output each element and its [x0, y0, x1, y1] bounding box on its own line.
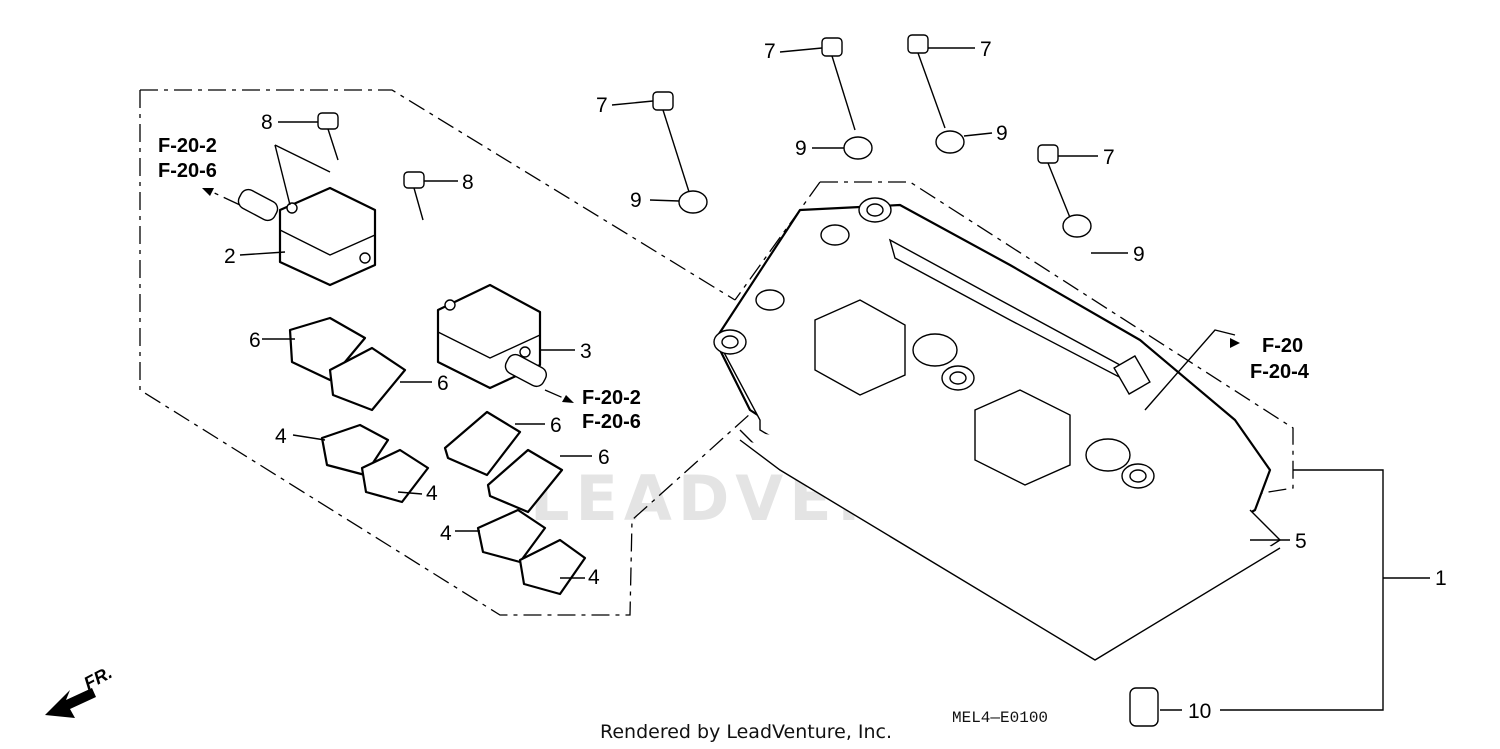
label-6d: 6 [598, 446, 610, 469]
label-3: 3 [580, 340, 592, 363]
label-7d: 7 [1103, 146, 1115, 169]
part-number-labels: 1 2 3 4 4 4 4 5 6 6 6 6 7 7 7 7 8 8 9 9 … [224, 38, 1447, 723]
label-9a: 9 [630, 189, 642, 212]
reference-arrows [202, 188, 1240, 403]
rubber-mounts[interactable] [678, 130, 1092, 238]
label-4d: 4 [588, 566, 600, 589]
label-8a: 8 [261, 111, 273, 134]
label-7c: 7 [980, 38, 992, 61]
front-arrow-icon [45, 688, 96, 718]
front-indicator: FR. [45, 662, 115, 718]
ref-center-1[interactable]: F-20-2 [582, 387, 641, 409]
reed-kit-outline [139, 89, 761, 616]
credit-text: Rendered by LeadVenture, Inc. [600, 721, 892, 743]
diagram-code: MEL4—E0100 [952, 709, 1048, 727]
label-6b: 6 [437, 372, 449, 395]
ref-left-1[interactable]: F-20-2 [158, 135, 217, 157]
cylinder-head-cover[interactable] [713, 197, 1282, 661]
label-7b: 7 [764, 40, 776, 63]
cover-bolts[interactable] [652, 34, 1076, 231]
label-7a: 7 [596, 94, 608, 117]
front-label: FR. [80, 662, 115, 693]
reed-valve-gaskets[interactable] [288, 316, 564, 514]
reed-valve-cover-2[interactable] [236, 186, 377, 287]
label-10: 10 [1188, 700, 1211, 723]
label-9b: 9 [795, 137, 807, 160]
ref-right-1[interactable]: F-20 [1262, 335, 1303, 357]
label-9d: 9 [1133, 243, 1145, 266]
dowel-pin[interactable] [1129, 687, 1159, 727]
label-4c: 4 [440, 522, 452, 545]
label-9c: 9 [996, 122, 1008, 145]
flange-bolts[interactable] [317, 112, 425, 221]
ref-center-2[interactable]: F-20-6 [582, 411, 641, 433]
reed-valve-cover-3[interactable] [436, 283, 549, 390]
cover-assembly-outline [734, 181, 1294, 496]
ref-left-2[interactable]: F-20-6 [158, 160, 217, 182]
label-6a: 6 [249, 329, 261, 352]
label-4a: 4 [275, 425, 287, 448]
label-6c: 6 [550, 414, 562, 437]
reference-labels[interactable]: F-20-2 F-20-6 F-20-2 F-20-6 F-20 F-20-4 [158, 135, 1310, 433]
label-8b: 8 [462, 171, 474, 194]
label-1: 1 [1435, 567, 1447, 590]
leader-lines [239, 47, 1430, 711]
reed-valves[interactable] [320, 423, 587, 596]
label-2: 2 [224, 245, 236, 268]
label-4b: 4 [426, 482, 438, 505]
label-5: 5 [1295, 530, 1307, 553]
ref-right-2[interactable]: F-20-4 [1250, 361, 1310, 383]
